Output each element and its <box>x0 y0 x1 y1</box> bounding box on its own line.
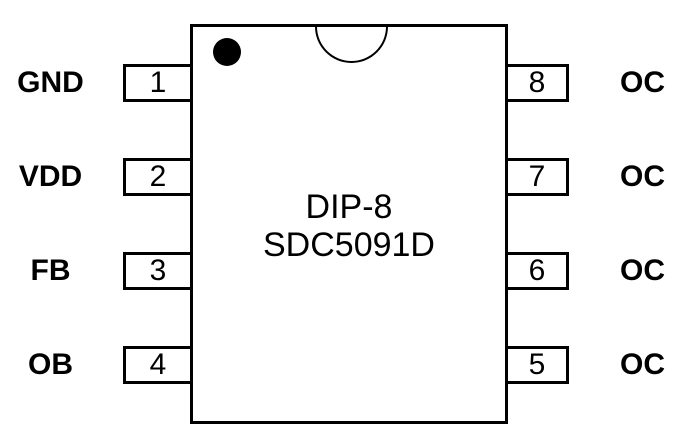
package-type-label: DIP-8 <box>305 188 393 226</box>
part-number-label: SDC5091D <box>263 226 435 264</box>
pin-box-4: 4 <box>123 346 193 384</box>
pin-number-4: 4 <box>149 348 167 381</box>
pin-label-gnd: GND <box>17 66 84 99</box>
ic-package-body <box>190 24 508 424</box>
pin-number-2: 2 <box>149 160 167 193</box>
pin-label-oc-8: OC <box>620 66 665 99</box>
pin-label-ob: OB <box>28 348 73 381</box>
pin-box-8: 8 <box>505 64 569 102</box>
pin-box-3: 3 <box>123 252 193 290</box>
chip-text: DIP-8 SDC5091D <box>190 188 508 264</box>
pin1-indicator-dot <box>213 38 241 66</box>
pin-number-7: 7 <box>528 160 546 193</box>
pin-label-oc-6: OC <box>620 254 665 287</box>
pin-box-5: 5 <box>505 346 569 384</box>
pin-box-7: 7 <box>505 158 569 196</box>
pin-box-6: 6 <box>505 252 569 290</box>
pin-number-1: 1 <box>149 66 167 99</box>
pin-label-vdd: VDD <box>18 160 83 193</box>
pin-number-8: 8 <box>528 66 546 99</box>
pin-number-6: 6 <box>528 254 546 287</box>
pin-label-fb: FB <box>30 254 71 287</box>
pin-box-1: 1 <box>123 64 193 102</box>
pin-label-oc-7: OC <box>620 160 665 193</box>
pin-number-3: 3 <box>149 254 167 287</box>
pin-label-oc-5: OC <box>620 348 665 381</box>
pin-box-2: 2 <box>123 158 193 196</box>
pin-number-5: 5 <box>528 348 546 381</box>
